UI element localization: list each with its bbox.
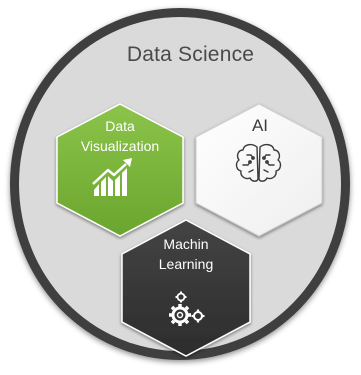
data-visualization-label-line1: Data xyxy=(105,118,135,134)
machine-learning-label: Machin Learning xyxy=(121,234,251,274)
ai-label: AI xyxy=(251,116,269,135)
diagram-title: Data Science xyxy=(126,43,255,66)
hex-machine-learning xyxy=(121,219,251,357)
chart-growth-icon xyxy=(92,158,132,196)
gears-icon xyxy=(169,291,205,326)
brain-icon xyxy=(235,143,282,182)
machine-learning-label-line2: Learning xyxy=(158,256,214,272)
data-visualization-label: Data Visualization xyxy=(55,116,185,156)
data-visualization-label-line2: Visualization xyxy=(80,138,160,154)
machine-learning-label-line1: Machin xyxy=(163,236,209,252)
